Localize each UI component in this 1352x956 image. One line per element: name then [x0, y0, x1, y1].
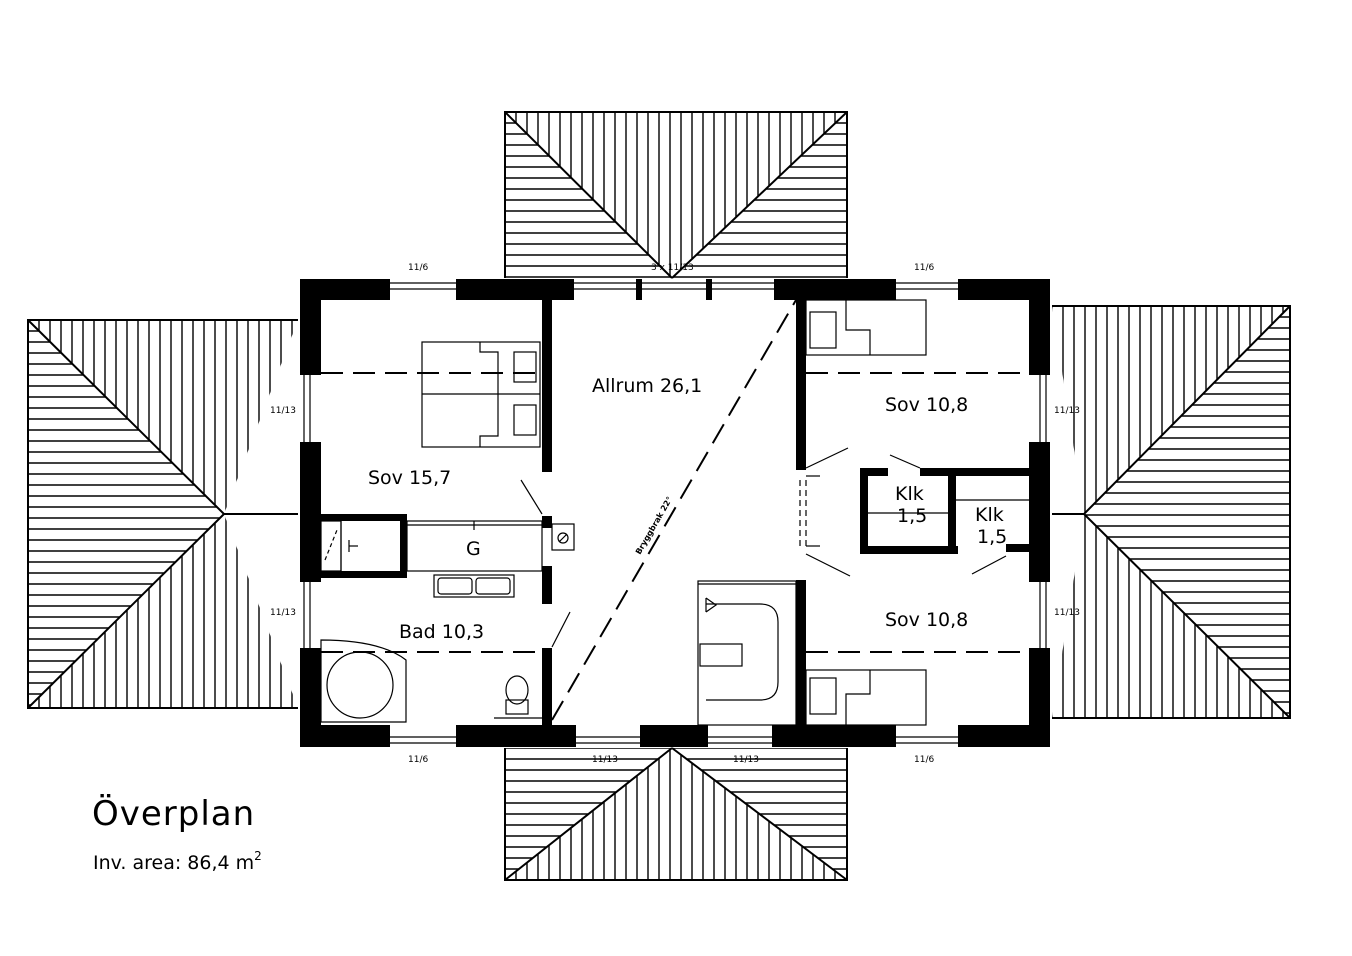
- window-labels: 11/6 3 x 11/13 11/6 11/13 11/13 11/13 11…: [270, 263, 1080, 765]
- room-label-sov-ne: Sov 10,8: [885, 394, 968, 416]
- room-label-allrum: Allrum 26,1: [592, 375, 702, 397]
- room-label-klk2-area: 1,5: [977, 526, 1007, 548]
- room-label-klk1-name: Klk: [895, 483, 924, 505]
- window-label-bottom-left: 11/6: [408, 755, 428, 765]
- window-label-left-lower: 11/13: [270, 608, 296, 618]
- windows: [303, 282, 1047, 744]
- plan-area: Inv. area: 86,4 m2: [93, 849, 262, 874]
- window-label-right-upper: 11/13: [1054, 406, 1080, 416]
- room-label-garderob: G: [466, 538, 481, 560]
- outer-walls: [300, 279, 1050, 747]
- plan-area-label: Inv. area: 86,4 m: [93, 852, 254, 874]
- room-label-klk2-name: Klk: [975, 504, 1004, 526]
- plan-title: Överplan: [92, 793, 255, 834]
- room-label-klk1-area: 1,5: [897, 505, 927, 527]
- interior-details: [320, 299, 1029, 726]
- window-label-right-lower: 11/13: [1054, 608, 1080, 618]
- room-label-sov-large: Sov 15,7: [368, 467, 451, 489]
- window-label-bottom-right: 11/6: [914, 755, 934, 765]
- window-label-bottom-center-right: 11/13: [733, 755, 759, 765]
- room-label-bad: Bad 10,3: [399, 621, 484, 643]
- roof-outlines: [27, 111, 1291, 881]
- window-label-top-center: 3 x 11/13: [651, 263, 694, 273]
- window-label-top-right: 11/6: [914, 263, 934, 273]
- interior-walls: [321, 300, 1029, 726]
- window-label-left-upper: 11/13: [270, 406, 296, 416]
- room-label-sov-se: Sov 10,8: [885, 609, 968, 631]
- plan-area-sup: 2: [254, 849, 262, 863]
- window-label-bottom-center-left: 11/13: [592, 755, 618, 765]
- window-label-top-left: 11/6: [408, 263, 428, 273]
